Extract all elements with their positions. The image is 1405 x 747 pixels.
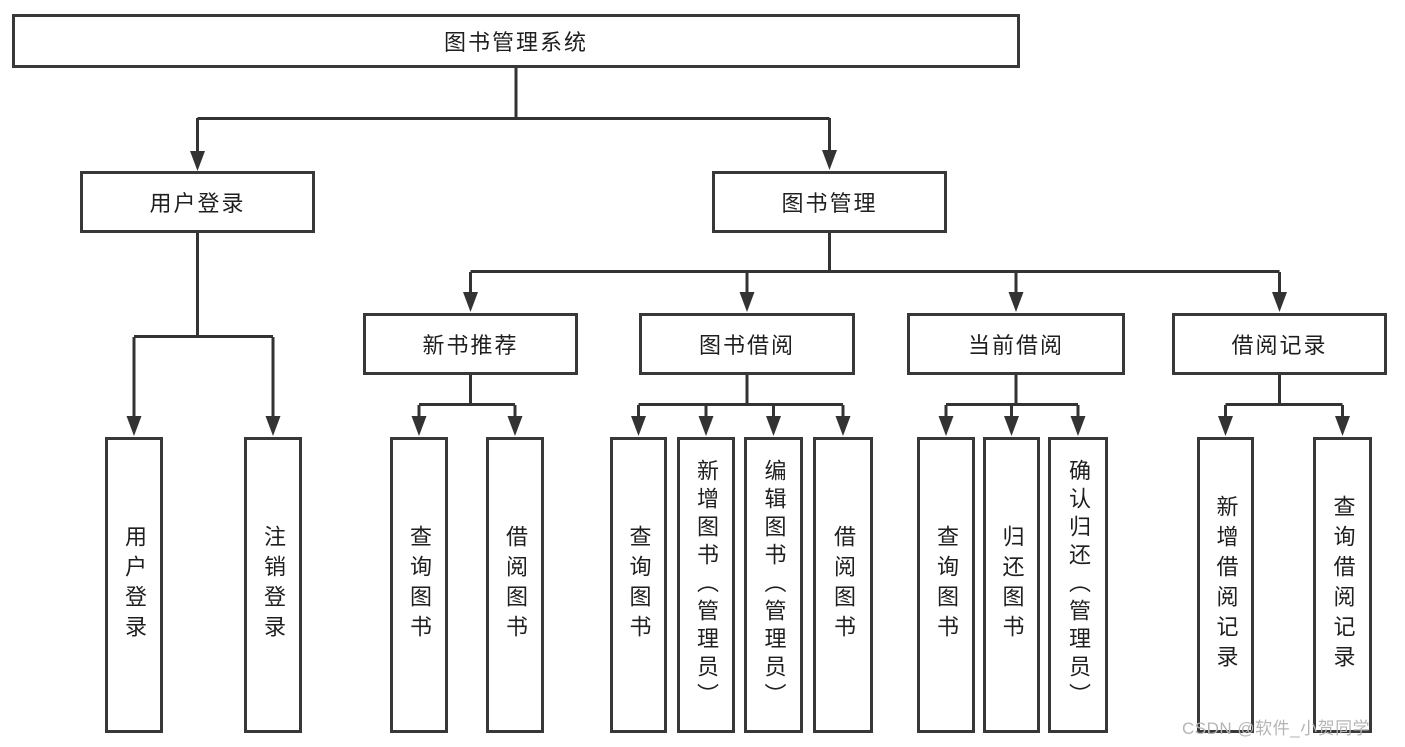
node-label: 新增图书（管理员） <box>694 459 719 711</box>
node-logout: 注销登录 <box>244 437 302 733</box>
node-label: 确认归还（管理员） <box>1066 459 1091 711</box>
node-return-book: 归还图书 <box>983 437 1040 733</box>
node-library-management-system: 图书管理系统 <box>12 14 1020 68</box>
node-query-books-current: 查询图书 <box>917 437 975 733</box>
node-book-borrow: 图书借阅 <box>639 313 855 375</box>
node-label: 查询图书 <box>934 525 959 645</box>
node-label: 用户登录 <box>122 525 147 645</box>
node-label: 查询借阅记录 <box>1330 495 1356 675</box>
node-query-borrow-record: 查询借阅记录 <box>1313 437 1372 733</box>
node-label: 新增借阅记录 <box>1213 495 1239 675</box>
node-user-login-leaf: 用户登录 <box>105 437 163 733</box>
node-user-login: 用户登录 <box>80 171 315 233</box>
node-query-books-borrow: 查询图书 <box>610 437 667 733</box>
watermark: CSDN @软件_小贺同学 <box>1182 719 1371 738</box>
node-label: 编辑图书（管理员） <box>761 459 787 711</box>
node-borrow-records: 借阅记录 <box>1172 313 1387 375</box>
node-label: 借阅图书 <box>831 525 856 645</box>
node-label: 查询图书 <box>626 525 652 645</box>
node-book-management: 图书管理 <box>712 171 947 233</box>
node-add-book-admin: 新增图书（管理员） <box>677 437 735 733</box>
node-new-book-recommend: 新书推荐 <box>363 313 578 375</box>
node-label: 归还图书 <box>999 525 1025 645</box>
arrowheads <box>126 150 1350 436</box>
node-label: 注销登录 <box>261 525 286 645</box>
node-query-books-recommend: 查询图书 <box>390 437 448 733</box>
node-add-borrow-record: 新增借阅记录 <box>1197 437 1254 733</box>
node-borrow-books-leaf: 借阅图书 <box>813 437 873 733</box>
node-label: 借阅图书 <box>503 525 528 645</box>
node-confirm-return-admin: 确认归还（管理员） <box>1048 437 1108 733</box>
node-borrow-books-recommend: 借阅图书 <box>486 437 544 733</box>
node-current-borrow: 当前借阅 <box>907 313 1125 375</box>
node-edit-book-admin: 编辑图书（管理员） <box>744 437 803 733</box>
node-label: 查询图书 <box>407 525 432 645</box>
